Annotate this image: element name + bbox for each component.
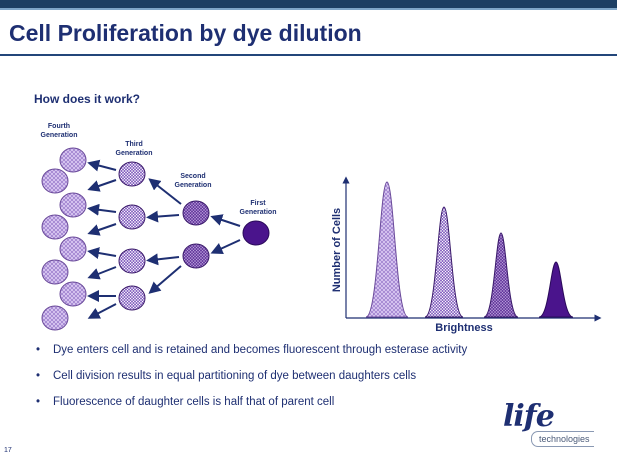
gen1-label-line1: First <box>250 200 266 207</box>
cell-fourth-generation <box>59 236 87 262</box>
histogram-y-label: Number of Cells <box>331 208 343 292</box>
bullet-item: Cell division results in equal partition… <box>36 370 596 382</box>
cell-third-generation <box>118 248 146 274</box>
cell-fourth-generation <box>41 214 69 240</box>
division-arrow <box>87 159 117 172</box>
cell-fourth-generation <box>41 259 69 285</box>
division-arrow <box>146 210 180 223</box>
gen4-label-line1: Fourth <box>48 123 70 130</box>
division-arrow <box>87 179 117 192</box>
bullet-item: Fluorescence of daughter cells is half t… <box>36 396 596 408</box>
division-arrow <box>210 239 241 254</box>
cell-third-generation <box>118 285 146 311</box>
title-divider <box>0 54 617 56</box>
division-arrow <box>87 203 117 216</box>
header-accent-line <box>0 8 617 10</box>
life-technologies-logo: life technologies <box>493 399 594 448</box>
gen4-label-line2: Generation <box>41 132 78 139</box>
page-number: 17 <box>4 447 12 454</box>
gen3-label-line1: Third <box>125 141 143 148</box>
division-arrow <box>148 178 182 205</box>
gen1-label-line2: Generation <box>240 209 277 216</box>
header-band <box>0 0 617 8</box>
division-arrow <box>87 303 117 319</box>
cell-fourth-generation <box>41 168 69 194</box>
gen2-label-line1: Second <box>180 173 205 180</box>
cell-fourth-generation <box>59 192 87 218</box>
histogram-peak-fourth-generation <box>365 181 409 318</box>
division-arrow <box>87 247 117 259</box>
cell-third-generation <box>118 204 146 230</box>
logo-frame <box>531 431 594 447</box>
gen2-label-line2: Generation <box>175 182 212 189</box>
cell-first-generation <box>242 220 270 246</box>
cell-fourth-generation <box>41 305 69 331</box>
division-arrow <box>146 253 180 266</box>
cell-second-generation <box>182 200 210 226</box>
cell-fourth-generation <box>59 147 87 173</box>
histogram-peak-third-generation <box>424 206 464 318</box>
histogram-x-label: Brightness <box>435 322 492 334</box>
gen3-label-line2: Generation <box>116 150 153 157</box>
logo-word: life <box>503 399 555 434</box>
bullet-item: Dye enters cell and is retained and beco… <box>36 344 596 356</box>
division-arrow <box>87 266 117 280</box>
bullet-list: Dye enters cell and is retained and beco… <box>36 344 596 422</box>
division-arrow <box>210 214 241 227</box>
histogram-peak-first-generation <box>538 261 574 318</box>
division-arrow <box>148 265 182 294</box>
slide-title: Cell Proliferation by dye dilution <box>9 20 362 46</box>
division-arrow <box>87 223 117 236</box>
slide-subtitle: How does it work? <box>34 92 141 106</box>
logo-tagline: technologies <box>539 434 590 444</box>
cell-third-generation <box>118 161 146 187</box>
histogram-peak-second-generation <box>483 232 519 318</box>
cell-second-generation <box>182 243 210 269</box>
cell-fourth-generation <box>59 281 87 307</box>
